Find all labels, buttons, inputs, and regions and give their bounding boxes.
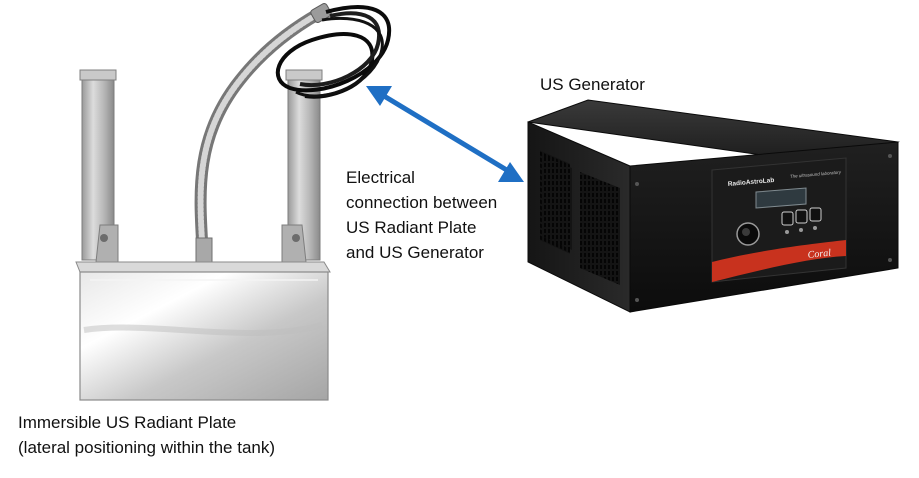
control-knob[interactable]: [736, 222, 760, 246]
black-cable-coil: [275, 5, 392, 99]
connection-caption-line: connection between: [346, 193, 498, 212]
control-button-3[interactable]: [809, 207, 822, 222]
control-button-1[interactable]: [781, 211, 794, 226]
panel-tagline: The ultrasound laboratory: [790, 169, 842, 179]
plate-caption-line2: (lateral positioning within the tank): [18, 438, 276, 457]
radiant-plate-image: [75, 3, 392, 401]
lcd-display: [755, 187, 807, 209]
model-label: Coral: [807, 248, 832, 261]
connection-caption: Electrical connection between US Radiant…: [346, 165, 497, 265]
us-generator-image: RadioAstroLab The ultrasound laboratory …: [527, 99, 900, 313]
plate-caption-line1: Immersible US Radiant Plate: [18, 413, 237, 432]
connection-arrow: [366, 86, 524, 182]
connection-caption-line: and US Generator: [346, 243, 484, 262]
model-red-stripe: [712, 240, 846, 282]
generator-caption: US Generator: [540, 75, 645, 94]
flexible-steel-hose: [194, 3, 332, 264]
plate-caption: Immersible US Radiant Plate (lateral pos…: [18, 410, 275, 460]
plate-body: [75, 261, 331, 401]
right-hanger-bracket: [281, 69, 323, 263]
connection-caption-line: US Radiant Plate: [346, 218, 477, 237]
left-hanger-bracket: [79, 69, 119, 263]
control-button-2[interactable]: [795, 209, 808, 224]
connection-caption-line: Electrical: [346, 168, 415, 187]
arrow-head-start: [366, 86, 392, 106]
brand-label: RadioAstroLab: [728, 177, 775, 188]
arrow-head-end: [498, 162, 524, 182]
